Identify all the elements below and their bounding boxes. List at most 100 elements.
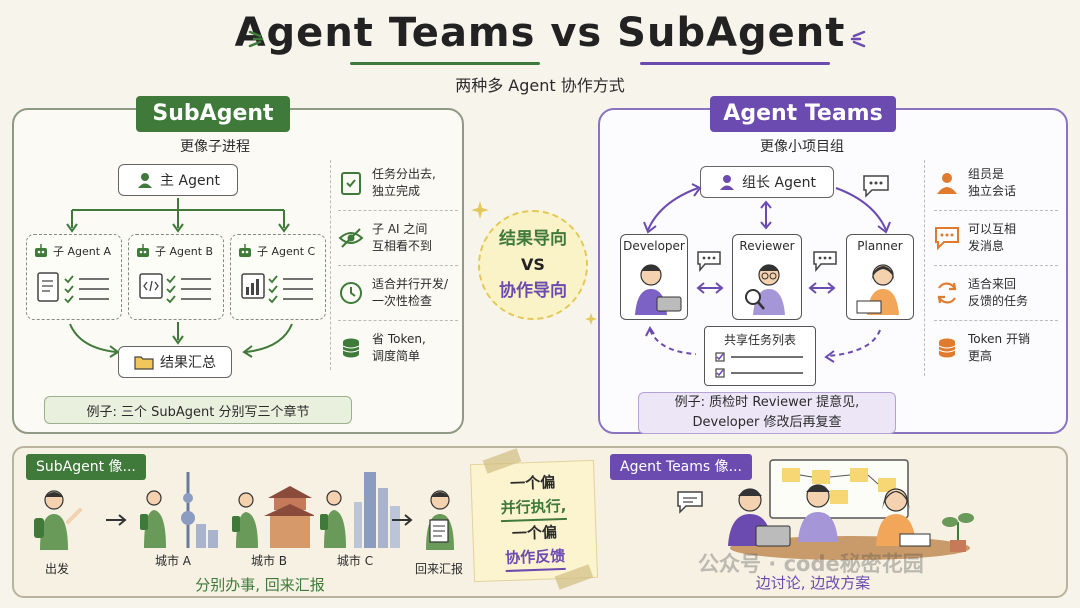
- sub-agent-card-b: 子 Agent B: [128, 234, 224, 320]
- eye-off-icon: [338, 228, 364, 248]
- agent-teams-features: 组员是 独立会话 可以互相 发消息 适合来回 反馈的任务 Token 开销 更高: [934, 160, 1058, 371]
- member-planner: Planner: [846, 234, 914, 320]
- sparkle-icon: [471, 201, 489, 219]
- feature-text: 子 AI 之间 互相看不到: [372, 222, 433, 253]
- clipboard-check-icon: [341, 172, 361, 195]
- feature-item: 任务分出去, 独立完成: [338, 160, 458, 206]
- note-line: 并行执行,: [500, 493, 567, 523]
- traveller-report-icon: [426, 490, 454, 550]
- title-underline-purple: [640, 62, 830, 65]
- feature-text: Token 开销 更高: [968, 332, 1030, 363]
- sub-agent-card-c: 子 Agent C: [230, 234, 326, 320]
- city-b-temple-icon: [232, 486, 314, 548]
- member-name: Reviewer: [739, 239, 795, 253]
- feature-item: 可以互相 发消息: [934, 215, 1058, 261]
- note-line: 一个偏: [509, 473, 556, 493]
- coins-icon: [938, 338, 956, 358]
- city-label: 城市 A: [154, 554, 192, 568]
- start-label: 出发: [44, 562, 69, 576]
- sub-agent-label: 子 Agent A: [53, 245, 112, 258]
- feature-item: Token 开销 更高: [934, 325, 1058, 371]
- robot-icon: [239, 244, 251, 257]
- sparkle-icon: [248, 30, 264, 48]
- note-line: 一个偏: [511, 523, 558, 543]
- feature-separator: [934, 320, 1058, 321]
- feature-text: 可以互相 发消息: [968, 222, 1017, 253]
- member-name: Developer: [623, 239, 685, 253]
- subagent-features: 任务分出去, 独立完成 子 AI 之间 互相看不到 适合并行开发/ 一次性检查 …: [338, 160, 458, 371]
- subagent-banner: SubAgent: [136, 96, 290, 132]
- subagent-tagline: 更像子进程: [180, 139, 250, 155]
- member-developer: Developer: [620, 234, 688, 320]
- note-line: 协作反馈: [504, 543, 566, 573]
- main-agent-box: 主 Agent: [118, 164, 238, 196]
- sparkle-icon: [850, 30, 866, 48]
- feature-item: 组员是 独立会话: [934, 160, 1058, 206]
- subagent-analogy-caption: 分别办事, 回来汇报: [195, 576, 325, 594]
- feature-separator: [338, 320, 458, 321]
- subagent-analogy-tag: SubAgent 像...: [26, 454, 146, 480]
- feature-separator: [338, 265, 458, 266]
- developer-figure-icon: [635, 264, 682, 315]
- title-underline-green: [350, 62, 540, 65]
- team-meeting-scene-icon: [728, 459, 974, 560]
- tree-connectors: [66, 198, 290, 233]
- center-left-label: 结果导向: [499, 229, 567, 249]
- feature-separator: [934, 265, 1058, 266]
- robot-icon: [35, 244, 47, 257]
- feature-separator: [934, 210, 1058, 211]
- person-icon: [937, 173, 957, 194]
- feature-text: 适合来回 反馈的任务: [968, 277, 1029, 308]
- example-line: Developer 修改后再复查: [692, 415, 842, 430]
- chat-bubble-icon: [863, 175, 889, 198]
- report-label: 回来汇报: [414, 562, 463, 576]
- features-divider: [330, 160, 331, 370]
- agent-teams-analogy-caption: 边讨论, 边改方案: [755, 574, 871, 592]
- sparkle-icon: [585, 313, 597, 325]
- planner-figure-icon: [856, 264, 899, 315]
- feature-text: 任务分出去, 独立完成: [372, 167, 436, 198]
- agent-teams-analogy-tag: Agent Teams 像...: [610, 454, 752, 480]
- agent-teams-example: 例子: 质检时 Reviewer 提意见, Developer 修改后再复查: [638, 392, 896, 434]
- result-summary-box: 结果汇总: [118, 346, 232, 378]
- person-icon: [138, 173, 153, 188]
- refresh-icon: [937, 282, 957, 304]
- chat-bubble-icon: [697, 251, 721, 272]
- example-line: 例子: 质检时 Reviewer 提意见,: [674, 395, 860, 410]
- checklist-icon: [715, 352, 803, 378]
- feature-item: 适合并行开发/ 一次性检查: [338, 270, 458, 316]
- page-subtitle: 两种多 Agent 协作方式: [455, 76, 625, 95]
- document-checklist-icon: [37, 272, 109, 304]
- traveller-start-icon: [34, 490, 82, 550]
- arrow-right-icon: [106, 514, 127, 526]
- coins-icon: [342, 338, 360, 358]
- reviewer-figure-icon: [745, 264, 785, 315]
- leader-agent-box: 组长 Agent: [700, 166, 834, 198]
- center-right-label: 协作导向: [499, 281, 567, 301]
- sub-agent-card-a: 子 Agent A: [26, 234, 122, 320]
- sub-agent-label: 子 Agent C: [257, 245, 316, 258]
- feature-item: 子 AI 之间 互相看不到: [338, 215, 458, 261]
- comparison-note: 一个偏 并行执行, 一个偏 协作反馈: [469, 459, 599, 583]
- city-label: 城市 B: [250, 554, 288, 568]
- leader-agent-label: 组长 Agent: [742, 175, 816, 191]
- result-summary-label: 结果汇总: [160, 355, 216, 371]
- member-name: Planner: [857, 239, 903, 253]
- folder-icon: [134, 356, 154, 370]
- feature-text: 省 Token, 调度简单: [372, 332, 426, 363]
- clock-icon: [340, 282, 362, 304]
- page-title: Agent Teams vs SubAgent: [234, 10, 846, 56]
- chat-bubble-icon: [813, 251, 837, 272]
- subagent-example: 例子: 三个 SubAgent 分别写三个章节: [44, 396, 352, 424]
- chat-icon: [935, 227, 959, 251]
- shared-task-list: 共享任务列表: [704, 326, 816, 386]
- agent-teams-banner: Agent Teams: [710, 96, 896, 132]
- sub-agent-label: 子 Agent B: [155, 245, 214, 258]
- features-divider: [924, 160, 925, 376]
- center-comparison: 结果导向 VS 协作导向: [478, 210, 588, 320]
- shared-task-list-title: 共享任务列表: [723, 333, 796, 347]
- agent-teams-tagline: 更像小项目组: [760, 139, 844, 155]
- member-reviewer: Reviewer: [732, 234, 802, 320]
- feature-item: 省 Token, 调度简单: [338, 325, 458, 371]
- feature-text: 适合并行开发/ 一次性检查: [372, 277, 449, 308]
